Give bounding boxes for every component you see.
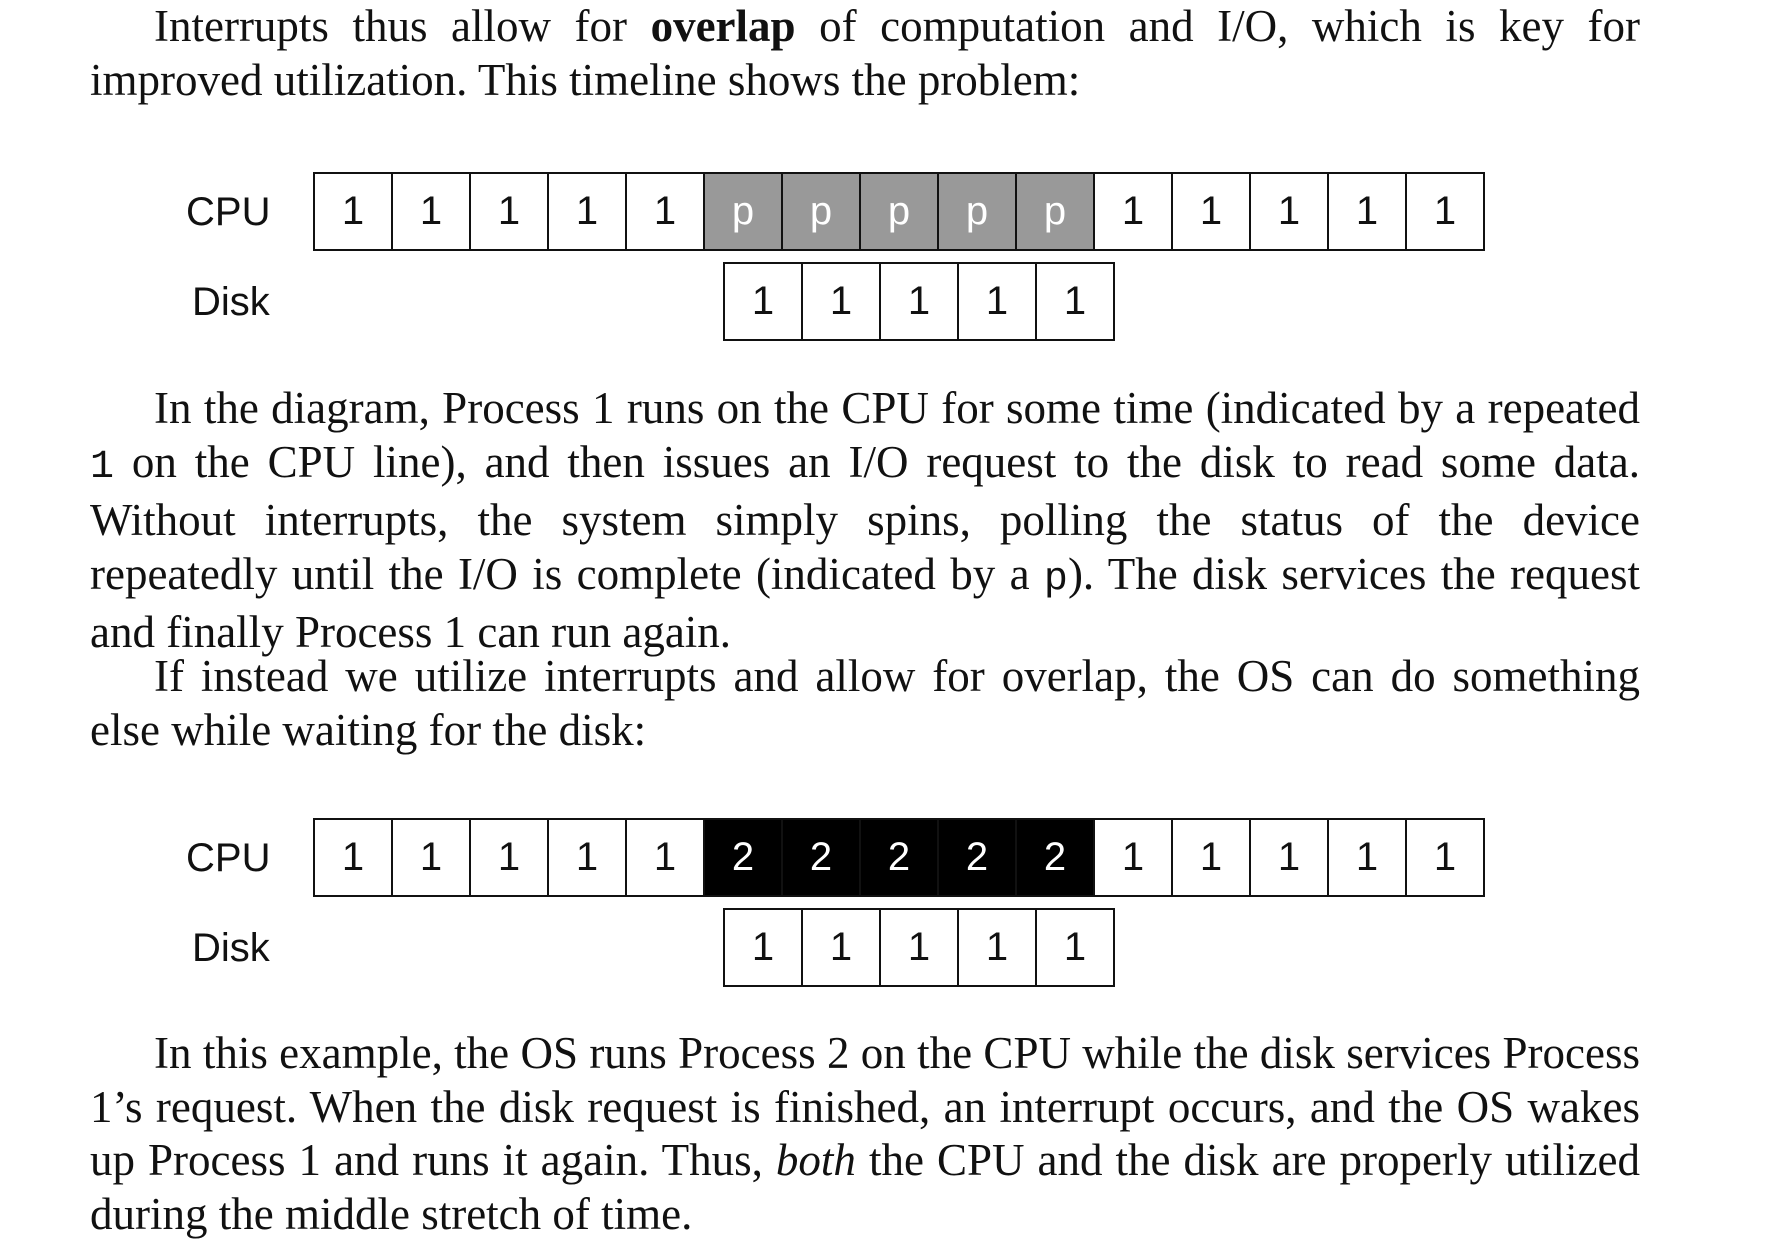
cpu-cell: 1 <box>469 172 549 251</box>
disk-cell: 1 <box>957 262 1037 341</box>
cpu-cell: 1 <box>1405 818 1485 897</box>
cpu-cell: 1 <box>547 172 627 251</box>
code-1: 1 <box>90 444 115 490</box>
cpu-cell: 1 <box>313 172 393 251</box>
cpu-cell: 1 <box>1249 172 1329 251</box>
cpu-cell: 1 <box>1171 172 1251 251</box>
cpu-cell: 2 <box>1015 818 1095 897</box>
cpu-cell: 1 <box>1405 172 1485 251</box>
paragraph-diagram-explanation: In the diagram, Process 1 runs on the CP… <box>90 383 1640 657</box>
cpu-row-label: CPU <box>186 190 271 234</box>
disk-row-label: Disk <box>192 926 270 970</box>
cpu-cell: 2 <box>859 818 939 897</box>
cpu-cell: p <box>1015 172 1095 251</box>
cpu-cell: 2 <box>703 818 783 897</box>
disk-cell: 1 <box>723 908 803 987</box>
paragraph-example: In this example, the OS runs Process 2 o… <box>90 1028 1640 1239</box>
cpu-cell: 1 <box>469 818 549 897</box>
cpu-cell: 1 <box>625 172 705 251</box>
disk-cell: 1 <box>801 262 881 341</box>
disk-cell: 1 <box>879 908 959 987</box>
cpu-cell: p <box>781 172 861 251</box>
cpu-cell: 1 <box>391 818 471 897</box>
emphasis-both: both <box>775 1135 856 1185</box>
cpu-cell: 1 <box>1171 818 1251 897</box>
term-overlap: overlap <box>650 1 796 51</box>
paragraph-overlap: Interrupts thus allow for overlap of com… <box>90 1 1640 105</box>
disk-cell: 1 <box>957 908 1037 987</box>
code-p: p <box>1043 556 1068 602</box>
disk-cell: 1 <box>1035 908 1115 987</box>
disk-cell: 1 <box>801 908 881 987</box>
cpu-row-label: CPU <box>186 836 271 880</box>
cpu-cell: 1 <box>547 818 627 897</box>
cpu-cell: 1 <box>1093 172 1173 251</box>
cpu-cell: p <box>859 172 939 251</box>
cpu-cell: 1 <box>1249 818 1329 897</box>
cpu-cell: 2 <box>937 818 1017 897</box>
disk-cell: 1 <box>1035 262 1115 341</box>
cpu-cell: 2 <box>781 818 861 897</box>
disk-row-label: Disk <box>192 280 270 324</box>
paragraph-interrupts: If instead we utilize interrupts and all… <box>90 651 1640 755</box>
cpu-cell: 1 <box>625 818 705 897</box>
cpu-cell: 1 <box>313 818 393 897</box>
cpu-cell: 1 <box>1093 818 1173 897</box>
disk-cell: 1 <box>879 262 959 341</box>
cpu-cell: p <box>937 172 1017 251</box>
cpu-cell: 1 <box>1327 818 1407 897</box>
disk-cell: 1 <box>723 262 803 341</box>
cpu-cell: 1 <box>391 172 471 251</box>
cpu-cell: p <box>703 172 783 251</box>
cpu-cell: 1 <box>1327 172 1407 251</box>
